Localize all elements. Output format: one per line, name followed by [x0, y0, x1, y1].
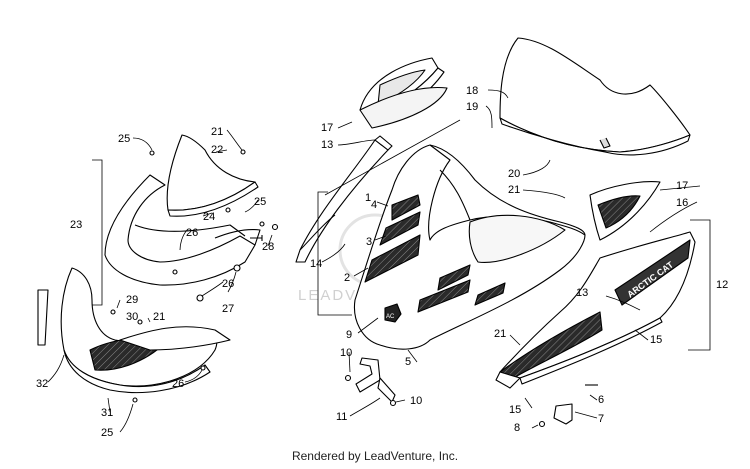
callout-21b: 21 [494, 328, 506, 340]
right-side-panel: ARCTIC CAT [495, 231, 696, 389]
leader-lines [47, 89, 711, 433]
callout-10b: 10 [410, 395, 422, 407]
footer-credit: Rendered by LeadVenture, Inc. [291, 449, 459, 463]
callout-32: 32 [36, 378, 48, 390]
callout-16: 16 [676, 197, 688, 209]
callout-23: 23 [70, 219, 82, 231]
svg-text:AC: AC [386, 314, 395, 320]
left-side-rail [295, 135, 393, 263]
callout-14: 14 [310, 258, 322, 270]
front-bracket [344, 357, 397, 407]
callout-2: 2 [344, 272, 350, 284]
main-hood: AC [353, 144, 586, 350]
callout-27: 27 [222, 303, 234, 315]
left-hardware [149, 149, 279, 302]
left-lower-bumper [37, 267, 231, 403]
callout-1: 1 [365, 192, 371, 204]
callout-31: 31 [101, 407, 113, 419]
callout-20: 20 [508, 168, 520, 180]
callout-26a: 26 [186, 227, 198, 239]
callout-29: 29 [126, 294, 138, 306]
callout-5: 5 [405, 356, 411, 368]
left-nose-cone [104, 134, 261, 286]
callout-21a: 21 [508, 184, 520, 196]
callout-11: 11 [336, 411, 347, 423]
callout-26c: 26 [172, 378, 184, 390]
callout-18: 18 [466, 85, 478, 97]
right-mesh-panel [589, 181, 661, 241]
hood-top-panel [359, 57, 448, 129]
callout-labels: 1 2 3 4 5 6 7 8 9 10 10 11 12 13 13 14 1… [36, 85, 728, 439]
callout-26b: 26 [222, 278, 234, 290]
callout-22: 22 [211, 144, 223, 156]
callout-25a: 25 [118, 133, 130, 145]
callout-19: 19 [466, 101, 478, 113]
callout-13b: 13 [576, 287, 588, 299]
callout-4: 4 [371, 199, 377, 211]
callout-8: 8 [514, 422, 520, 434]
callout-24: 24 [203, 211, 215, 223]
callout-12: 12 [716, 279, 728, 291]
callout-10a: 10 [340, 347, 352, 359]
callout-25b: 25 [254, 196, 266, 208]
callout-15a: 15 [650, 334, 662, 346]
callout-17a: 17 [321, 122, 333, 134]
callout-25c: 25 [101, 427, 113, 439]
callout-17b: 17 [676, 180, 688, 192]
windshield [499, 37, 691, 156]
callout-6: 6 [598, 394, 604, 406]
callout-21c: 21 [211, 126, 223, 138]
right-hardware [538, 384, 598, 428]
callout-30: 30 [126, 311, 138, 323]
callout-3: 3 [366, 236, 372, 248]
callout-21d: 21 [153, 311, 165, 323]
callout-9: 9 [346, 329, 352, 341]
callout-13a: 13 [321, 139, 333, 151]
callout-28: 28 [262, 241, 274, 253]
callout-7: 7 [598, 413, 604, 425]
callout-15b: 15 [509, 404, 521, 416]
